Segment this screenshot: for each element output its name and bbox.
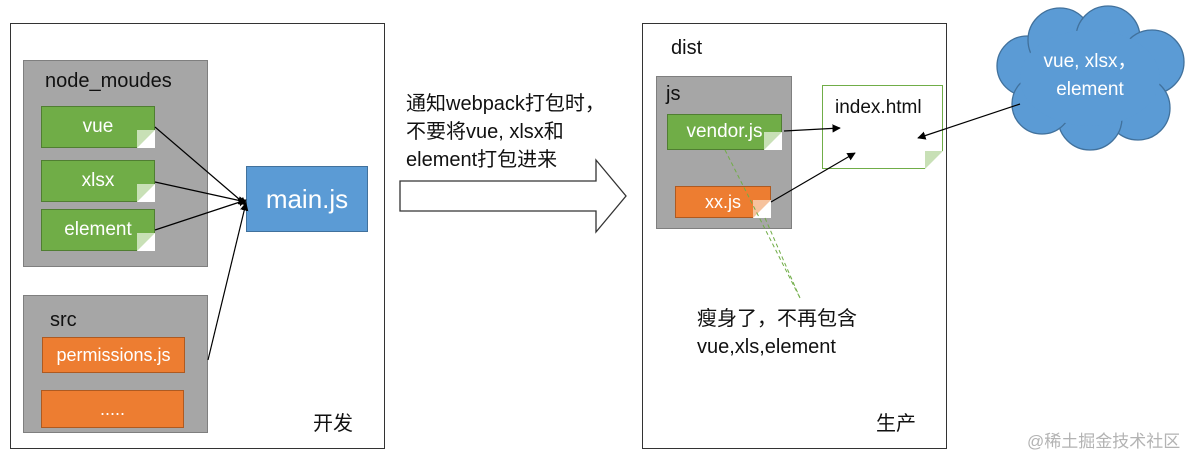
watermark: @稀土掘金技术社区	[1027, 432, 1181, 451]
dist-label: dist	[671, 37, 703, 59]
arrow-permissions-to-main	[207, 202, 249, 361]
arrow-text-line-1: 通知webpack打包时，	[406, 93, 605, 115]
index-html-file: index.html	[822, 85, 943, 169]
dev-panel-label: 开发	[313, 413, 353, 435]
index-html-label: index.html	[835, 97, 922, 118]
cloud-text: vue, xlsx， element	[1020, 48, 1160, 104]
xx-file: xx.js	[675, 186, 771, 218]
arrow-xx-to-index	[770, 152, 856, 203]
note-connector-xx	[764, 217, 801, 299]
arrow-xlsx-to-main	[154, 181, 247, 205]
src-label: src	[50, 309, 77, 331]
arrow-cloud-to-index	[917, 103, 1021, 140]
arrow-vendor-to-index	[783, 124, 841, 133]
arrow-text-line-2: 不要将vue, xlsx和	[406, 121, 564, 143]
vendor-file: vendor.js	[667, 114, 782, 150]
main-js-box: main.js	[246, 166, 368, 232]
cloud-text-line-1: vue, xlsx，	[1043, 51, 1137, 72]
permissions-label: permissions.js	[56, 344, 171, 365]
arrow-text-line-3: element打包进来	[406, 149, 558, 171]
xx-label: xx.js	[705, 191, 741, 212]
note-line-1: 瘦身了，不再包含	[697, 308, 857, 330]
cloud-text-line-2: element	[1056, 79, 1124, 100]
vendor-label: vendor.js	[686, 121, 763, 142]
prod-panel-label: 生产	[876, 413, 916, 435]
arrow-vue-to-main	[154, 126, 247, 206]
module-element-file: element	[41, 209, 155, 251]
js-label: js	[666, 83, 681, 105]
big-right-arrow	[399, 158, 627, 234]
other-src-label: .....	[99, 398, 125, 419]
note-line-2: vue,xls,element	[697, 336, 836, 358]
arrow-element-to-main	[154, 198, 247, 231]
other-src-file: .....	[41, 390, 184, 428]
main-js-label: main.js	[265, 183, 349, 214]
module-xlsx-file: xlsx	[41, 160, 155, 202]
module-element-label: element	[64, 219, 132, 240]
module-xlsx-label: xlsx	[81, 170, 115, 191]
cloud-shape	[996, 5, 1185, 151]
module-vue-file: vue	[41, 106, 155, 148]
module-vue-label: vue	[82, 116, 114, 137]
permissions-file: permissions.js	[42, 337, 185, 373]
node-modules-label: node_moudes	[45, 70, 172, 92]
note-connector-vendor	[724, 149, 801, 299]
